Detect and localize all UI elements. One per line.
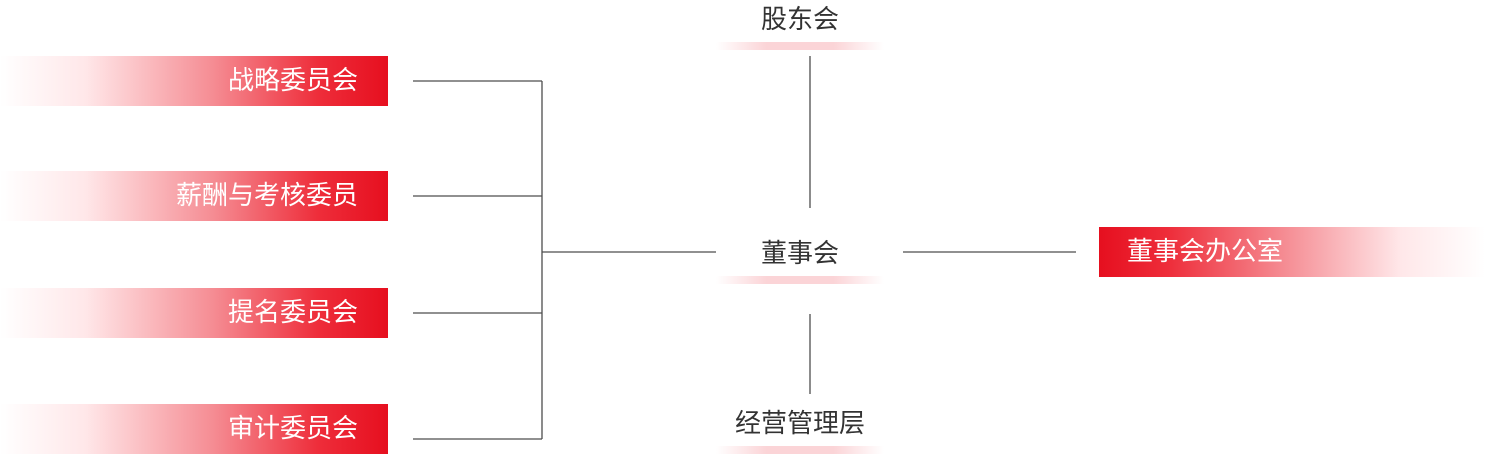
shareholders-label: 股东会 (760, 5, 839, 35)
committee-audit-label: 审计委员会 (227, 414, 358, 444)
board-office-node[interactable]: 董事会办公室 (1099, 227, 1485, 277)
management-label: 经营管理层 (734, 409, 865, 439)
committee-compensation[interactable]: 薪酬与考核委员 (0, 171, 388, 221)
committee-strategy[interactable]: 战略委员会 (0, 56, 388, 106)
committee-nomination[interactable]: 提名委员会 (0, 288, 388, 338)
shareholders-underline (716, 42, 884, 50)
board-underline (716, 276, 884, 284)
management-node[interactable]: 经营管理层 (716, 404, 884, 454)
committee-compensation-label: 薪酬与考核委员 (175, 181, 358, 211)
shareholders-node[interactable]: 股东会 (716, 0, 884, 50)
board-office-label: 董事会办公室 (1127, 237, 1284, 267)
committee-audit[interactable]: 审计委员会 (0, 404, 388, 454)
board-node[interactable]: 董事会 (716, 234, 884, 284)
committee-nomination-label: 提名委员会 (227, 298, 358, 328)
committee-strategy-label: 战略委员会 (227, 66, 358, 96)
board-label: 董事会 (760, 239, 839, 269)
management-underline (716, 446, 884, 454)
